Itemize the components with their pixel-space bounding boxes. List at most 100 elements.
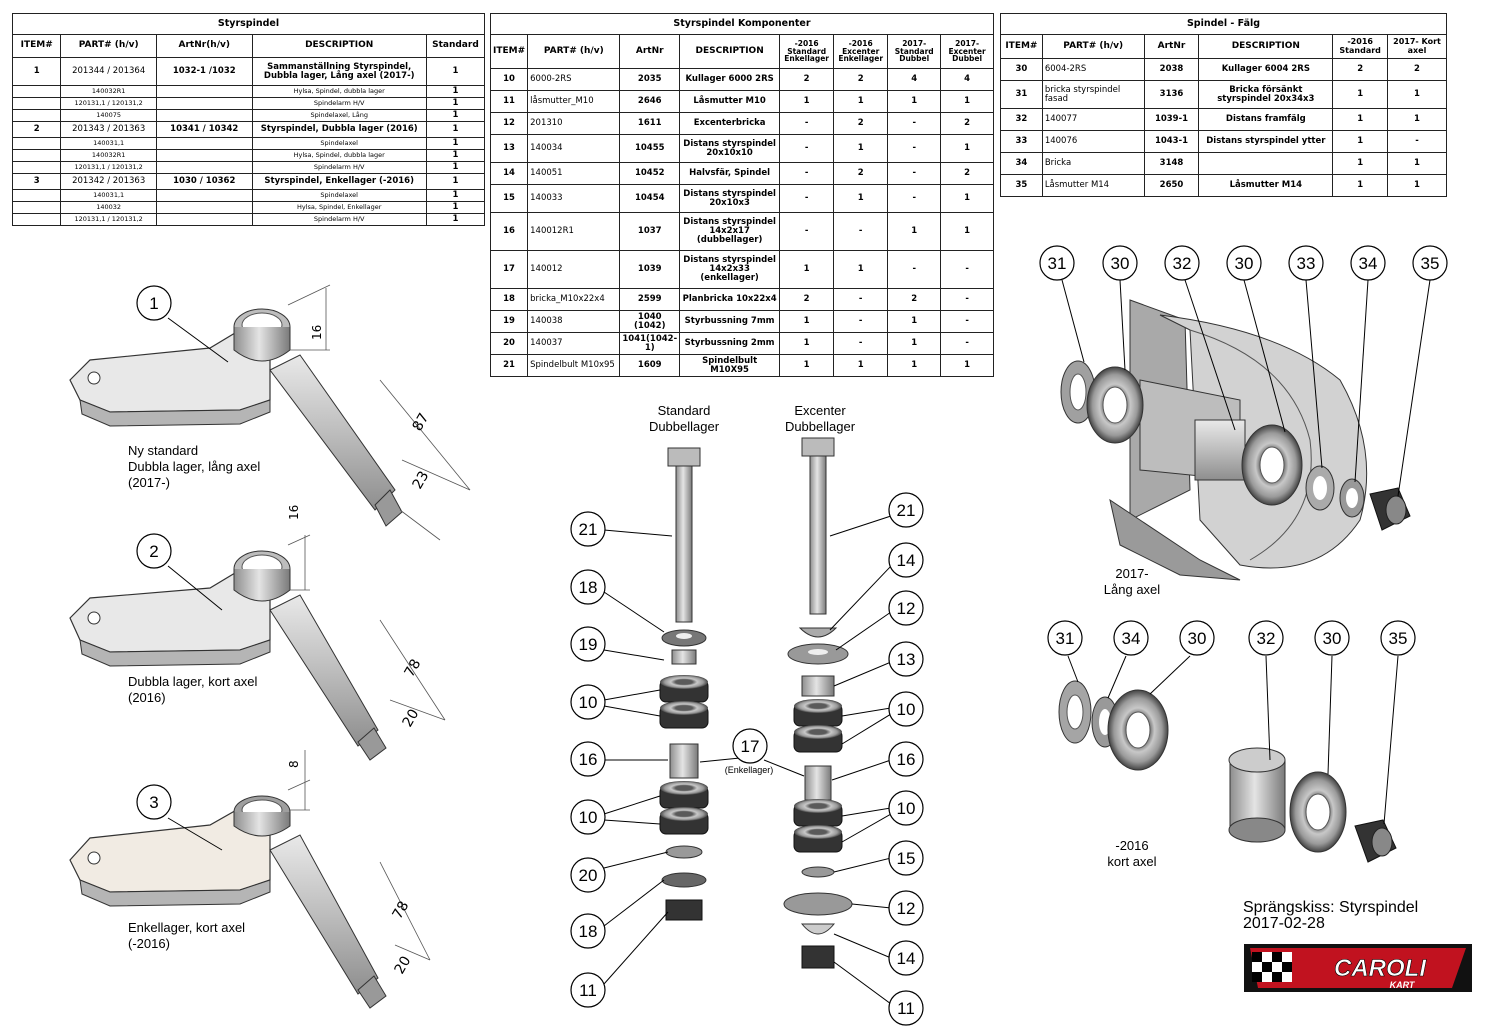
item-balloon: 3 <box>136 784 172 820</box>
balloon-number: 21 <box>897 501 916 520</box>
column-header: ITEM# <box>11 34 62 58</box>
item-balloon: 32 <box>1248 620 1284 656</box>
balloon-number: 3 <box>149 793 158 812</box>
bom-table-komponenter: Styrspindel Komponenter ITEM#PART# (h/v)… <box>489 13 994 377</box>
spindle-3-illustration <box>69 795 387 1009</box>
cell-part: 6000-2RS <box>527 68 621 91</box>
balloon-number: 11 <box>897 999 915 1018</box>
spindle-3-dimension-lines <box>287 750 431 961</box>
cell-qty: 1 <box>833 354 889 377</box>
hub-parts-illustration <box>1058 680 1397 863</box>
cell-description: Distans styrspindel 20x10x3 <box>679 184 781 213</box>
cell-part: 140012 <box>527 250 621 289</box>
item-balloon: 18 <box>570 913 606 949</box>
balloon-number: 10 <box>579 693 598 712</box>
cell-description: Bricka försänkt styrspindel 20x34x3 <box>1198 80 1334 109</box>
item-balloon: 35 <box>1380 620 1416 656</box>
column-header: PART# (h/v) <box>60 34 157 58</box>
balloon-number: 32 <box>1257 629 1276 648</box>
balloon-number: 30 <box>1111 254 1130 273</box>
cell-description: Sammanställning Styrspindel, Dubbla lage… <box>251 57 427 86</box>
cell-item: 17 <box>489 250 529 289</box>
balloon-number: 20 <box>579 866 598 885</box>
cell-part: 140034 <box>527 134 621 163</box>
spindle-1-illustration <box>69 308 403 527</box>
balloon-number: 10 <box>579 808 598 827</box>
column-header: PART# (h/v) <box>527 34 621 69</box>
stack-leader-lines <box>603 515 892 1005</box>
balloon-number: 10 <box>897 700 916 719</box>
cell-qty: - <box>887 250 942 289</box>
balloon-number: 16 <box>897 750 916 769</box>
caroli-kart-logo: CAROLI KART <box>1244 944 1472 992</box>
standard-stack-illustration <box>659 447 709 921</box>
cell-qty: 1 <box>1387 174 1447 197</box>
item-balloon: 14 <box>888 542 924 578</box>
balloon-number: 35 <box>1389 629 1408 648</box>
enkellager-label: (Enkellager) <box>724 765 774 775</box>
hub-bottom-leader-lines <box>1067 655 1399 825</box>
balloon-number: 30 <box>1235 254 1254 273</box>
balloon-number: 13 <box>897 650 916 669</box>
cell-part: 140038 <box>527 310 621 333</box>
item-balloons: 1232118191016102018112114121310161015121… <box>136 245 1448 1026</box>
cell-qty: 1 <box>425 213 486 226</box>
cell-qty: 1 <box>887 212 942 251</box>
spindle-2-dim-a: 16 <box>287 505 301 520</box>
hub-top-leader-lines <box>1061 279 1431 497</box>
balloon-number: 12 <box>897 599 916 618</box>
spindle-1-dim-b: 87 <box>410 411 433 434</box>
item-balloon: 31 <box>1047 620 1083 656</box>
cell-description: Distans styrspindel 14x2x33 (enkellager) <box>679 250 781 289</box>
spindle-1-dimension-lines <box>287 284 471 541</box>
item-balloon: 17 <box>732 728 768 764</box>
item-balloon: 33 <box>1288 245 1324 281</box>
item-balloon: 21 <box>570 511 606 547</box>
cell-qty: - <box>887 134 942 163</box>
cell-qty: - <box>887 184 942 213</box>
spindle-1-caption: Ny standard Dubbla lager, lång axel (201… <box>128 443 261 490</box>
column-header: DESCRIPTION <box>1198 34 1334 59</box>
sheet-title: Sprängskiss: Styrspindel 2017-02-28 <box>1243 899 1419 932</box>
balloon-number: 12 <box>897 899 916 918</box>
item-balloon: 15 <box>888 840 924 876</box>
spindle-2-dim-c: 20 <box>400 707 423 730</box>
balloon-number: 31 <box>1056 629 1075 648</box>
cell-art: 3136 <box>1143 80 1200 109</box>
cell-qty: - <box>833 212 889 251</box>
standard-stack-title: Standard Dubbellager <box>648 403 720 434</box>
item-balloon: 12 <box>888 590 924 626</box>
balloon-number: 17 <box>741 737 760 756</box>
balloon-number: 34 <box>1122 629 1141 648</box>
cell-item: 21 <box>489 354 529 377</box>
item-balloon: 10 <box>570 799 606 835</box>
spindle-3-caption: Enkellager, kort axel (-2016) <box>128 920 246 951</box>
cell-qty: 1 <box>887 354 942 377</box>
cell-qty: 1 <box>833 134 889 163</box>
item-balloon: 32 <box>1164 245 1200 281</box>
item-balloon: 30 <box>1314 620 1350 656</box>
spindle-2-caption: Dubbla lager, kort axel (2016) <box>128 674 258 705</box>
balloon-number: 16 <box>579 750 598 769</box>
balloon-number: 21 <box>579 520 598 539</box>
hub-assembly-illustration <box>1060 299 1411 581</box>
spindle-2-dim-b: 78 <box>402 657 425 680</box>
balloon-number: 10 <box>897 799 916 818</box>
cell-art: 1032-1 /1032 <box>155 57 253 86</box>
cell-art: 1037 <box>619 212 681 251</box>
cell-part: Låsmutter M14 <box>1041 174 1145 197</box>
